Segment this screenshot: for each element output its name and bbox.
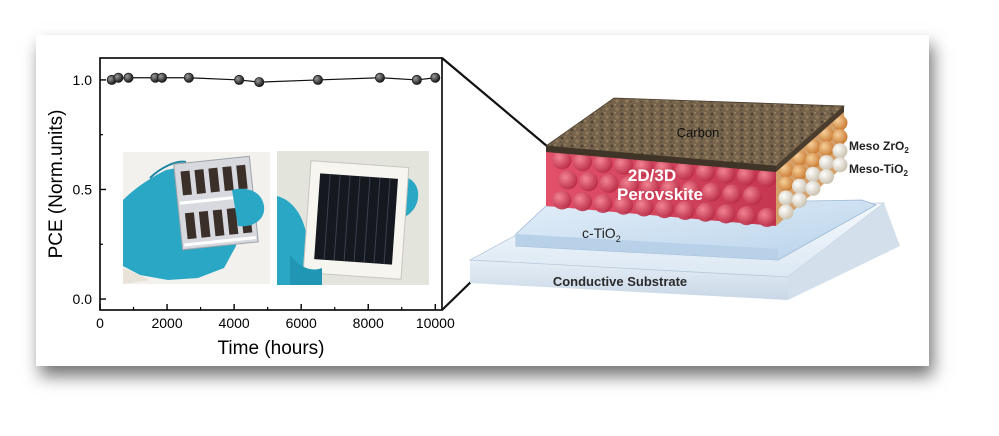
y-axis-label: PCE (Norm.units)	[46, 110, 67, 259]
perovskite-sphere	[675, 161, 695, 180]
perovskite-sphere	[614, 155, 633, 175]
mesoporous-side-spheres	[776, 106, 848, 226]
data-point	[234, 74, 245, 85]
perovskite-sphere	[737, 166, 756, 186]
perovskite-sphere	[593, 194, 613, 213]
layer-carbon: Carbon	[544, 97, 846, 172]
tio2-sphere	[805, 180, 821, 196]
label-c-tio2: c-TiO2	[582, 225, 621, 244]
perovskite-sphere	[614, 195, 633, 215]
tio2-sphere	[805, 166, 821, 182]
perovskite-sphere	[593, 154, 613, 173]
device-stack-diagram: Conductive Substrate c-TiO2 2D/3D Perovs…	[468, 97, 909, 300]
zro2-sphere	[832, 115, 848, 131]
perovskite-sphere	[737, 206, 756, 226]
zro2-sphere	[805, 152, 821, 168]
data-point	[430, 72, 441, 83]
tio2-sphere	[778, 190, 794, 206]
perovskite-sphere	[661, 179, 680, 199]
perovskite-sphere	[757, 168, 777, 187]
x-tick-label: 0	[96, 315, 104, 331]
inset-photo-module	[123, 152, 270, 284]
label-carbon: Carbon	[677, 125, 720, 140]
data-point	[183, 72, 194, 83]
tio2-sphere	[832, 143, 848, 159]
label-meso-zro2: Meso ZrO2	[849, 139, 909, 155]
tio2-sphere	[832, 157, 848, 173]
data-point	[113, 72, 124, 83]
zro2-sphere	[832, 129, 848, 145]
tio2-sphere	[778, 204, 794, 220]
perovskite-sphere	[696, 202, 715, 222]
perovskite-sphere	[743, 186, 762, 206]
label-meso-tio2: Meso-TiO2	[849, 162, 908, 178]
perovskite-spheres	[552, 150, 777, 227]
perovskite-sphere	[716, 164, 736, 184]
x-tick-label: 10000	[416, 315, 455, 331]
zro2-sphere	[778, 176, 794, 192]
x-tick-label: 8000	[353, 315, 384, 331]
x-tick-label: 4000	[219, 315, 250, 331]
perovskite-sphere	[552, 150, 572, 170]
zoom-line-top	[441, 57, 555, 153]
inset-photo-cell	[277, 151, 429, 285]
series-markers	[106, 72, 441, 88]
plot-frame	[99, 57, 443, 311]
label-perovskite-line1: 2D/3D	[628, 166, 676, 185]
tio2-sphere	[792, 192, 807, 208]
data-point	[157, 72, 168, 83]
perovskite-sphere	[696, 162, 715, 182]
perovskite-sphere	[681, 181, 701, 200]
data-point	[312, 74, 323, 85]
tio2-sphere	[819, 169, 834, 185]
perovskite-sphere	[599, 174, 619, 193]
y-tick-label: 1.0	[73, 72, 93, 88]
perovskite-sphere	[558, 170, 578, 190]
perovskite-sphere	[620, 175, 639, 195]
perovskite-sphere	[702, 182, 721, 202]
zro2-sphere	[819, 141, 834, 157]
data-point	[411, 74, 422, 85]
perovskite-sphere	[573, 192, 592, 212]
pce-chart: 0 2000 4000 6000 8000 10000 0.0 0.5 1.0 Time (ho…	[46, 57, 455, 359]
perovskite-sphere	[757, 208, 777, 227]
x-tick-label: 6000	[286, 315, 317, 331]
data-point	[123, 72, 134, 83]
perovskite-sphere	[573, 152, 592, 172]
label-perovskite-line2: Perovskite	[617, 185, 703, 204]
perovskite-sphere	[552, 190, 572, 210]
perovskite-sphere	[634, 157, 654, 177]
zro2-sphere	[792, 164, 807, 180]
x-tick-label: 2000	[151, 315, 182, 331]
tio2-sphere	[792, 178, 807, 194]
perovskite-sphere	[655, 199, 674, 219]
axis-ticks: 0 2000 4000 6000 8000 10000 0.0 0.5 1.0	[73, 72, 455, 331]
data-point	[374, 72, 385, 83]
y-tick-label: 0.5	[73, 181, 93, 197]
perovskite-sphere	[640, 177, 660, 197]
perovskite-sphere	[579, 172, 598, 192]
perovskite-sphere	[716, 204, 736, 224]
label-conductive-substrate: Conductive Substrate	[553, 274, 687, 289]
perovskite-sphere	[655, 159, 674, 179]
data-point	[254, 77, 265, 88]
layer-perovskite: 2D/3D Perovskite	[546, 146, 777, 227]
perovskite-sphere	[675, 201, 695, 220]
perovskite-sphere	[634, 197, 654, 217]
tio2-sphere	[819, 155, 834, 171]
perovskite-sphere	[722, 184, 742, 204]
x-axis-label: Time (hours)	[218, 338, 325, 359]
zro2-sphere	[819, 127, 834, 143]
y-tick-label: 0.0	[73, 291, 93, 307]
